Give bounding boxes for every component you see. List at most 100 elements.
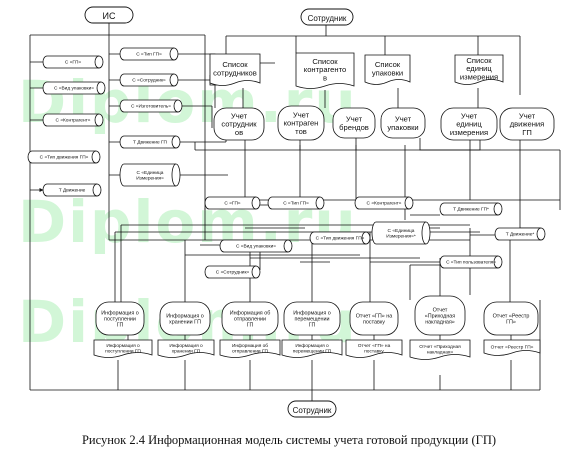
upper-store-t5-line: С «Единица <box>137 170 164 176</box>
list-l3-line: упаковки <box>372 68 403 77</box>
left-store-s3-line: С «Контрагент» <box>56 118 91 124</box>
info-i1-line: ГП <box>117 322 124 328</box>
accounting-u6-line: Учет <box>519 111 536 120</box>
left-stores-layer: С «ГП»С «Вид упаковки»С «Контрагент»С «Т… <box>27 55 106 197</box>
middle-stores-layer: С «ГП» С «Тип ГП» С «Контрагент» Т Движение… <box>204 196 546 279</box>
list-l2-line: в <box>323 74 327 83</box>
accounting-u2-line: тов <box>295 127 307 136</box>
doc-d1-line: Информация о <box>106 343 140 349</box>
info-i2-line: Информация о <box>166 313 204 319</box>
info-i1-line: поступлении <box>104 316 136 322</box>
list-l1-line: Список <box>222 60 248 69</box>
accounting-u6-line: ГП <box>522 128 532 137</box>
upper-store-t4-line: Т Движение ГП <box>133 140 168 146</box>
middle-store-m4: Т Движение ГП* <box>439 202 503 216</box>
info-i6-line: накладная» <box>425 319 455 325</box>
middle-store-m6-line: С «Единица <box>388 228 415 234</box>
accounting-u6-line: движения <box>510 120 545 129</box>
middle-store-m8-line: С «Вид упаковки» <box>236 244 276 250</box>
accounting-u2-line: контраген <box>284 119 319 128</box>
info-i2-line: хранении ГП <box>169 319 201 325</box>
list-l2-line: контрагенто <box>304 65 346 74</box>
info-i3-line: ГП <box>247 322 254 328</box>
list-l2-line: Список <box>312 57 338 66</box>
middle-store-m8: С «Вид упаковки» <box>219 239 293 253</box>
terminal-is-label: ИС <box>103 11 116 21</box>
middle-store-m3: С «Контрагент» <box>354 196 414 210</box>
middle-store-m10: С «Тип пользователя» <box>439 255 503 269</box>
middle-store-m3-line: С «Контрагент» <box>367 201 402 207</box>
info-i3-line: отправлении <box>234 316 266 322</box>
left-store-s2-line: С «Вид упаковки» <box>54 86 94 92</box>
middle-store-m5-line: С «Тип движения ГП» <box>316 236 365 242</box>
info-i1-line: Информация о <box>101 310 139 316</box>
upper-store-t1-line: С «Тип ГП» <box>136 52 162 58</box>
accounting-u4-line: упаковки <box>387 123 418 132</box>
accounting-u3-line: брендов <box>339 123 369 132</box>
middle-store-m9: С «Сотрудник» <box>204 265 261 279</box>
info-i6-line: Отчет <box>433 307 448 313</box>
upper-store-t4: Т Движение ГП <box>119 135 181 149</box>
doc-d6-line: Отчет «Приходная <box>419 344 461 350</box>
doc-d7-line: Отчет «Реестр ГП» <box>491 345 534 351</box>
accounting-u5-line: единиц <box>456 120 482 129</box>
terminal-employee-bottom: Сотрудник <box>287 400 337 418</box>
info-i6-line: «Приходная <box>425 313 456 319</box>
accounting-u2-line: Учет <box>293 110 310 119</box>
list-l4-line: измерения <box>460 73 498 82</box>
middle-store-m1: С «ГП» <box>204 196 261 210</box>
middle-store-m2: С «Тип ГП» <box>267 196 325 210</box>
accounting-u1-line: сотрудник <box>221 120 257 129</box>
info-i4-line: ГП <box>309 322 316 328</box>
upper-stores-layer: С «Тип ГП»С «Сотрудник»С «Изготовитель»Т… <box>119 47 183 187</box>
terminal-is: ИС <box>84 6 134 24</box>
info-i5-line: Отчет «ГП» на <box>356 313 393 319</box>
doc-d7: Отчет «Реестр ГП» <box>483 339 541 356</box>
left-store-s1-line: С «ГП» <box>65 60 82 66</box>
upper-store-t3: С «Изготовитель» <box>119 99 183 113</box>
info-i3-line: Информация об <box>230 310 271 316</box>
middle-store-m7: Т Движение* <box>494 227 546 241</box>
figure-caption: Рисунок 2.4 Информационная модель систем… <box>81 433 497 447</box>
doc-d3-line: Информация об <box>232 343 268 349</box>
left-store-s5: Т Движение <box>42 183 102 197</box>
accounting-u5-line: Учет <box>461 111 478 120</box>
left-store-s1: С «ГП» <box>42 55 104 69</box>
middle-store-m1-line: С «ГП» <box>224 201 241 207</box>
upper-store-t3-line: С «Изготовитель» <box>131 104 171 110</box>
accounting-u4-line: Учет <box>395 114 412 123</box>
info-i7-line: ГП» <box>506 319 516 325</box>
doc-d2-line: хранении ГП <box>172 348 201 354</box>
doc-d6-line: накладная» <box>427 350 454 355</box>
doc-d2-line: Информация о <box>169 343 203 349</box>
upper-store-t5-line: Измерения» <box>136 175 164 181</box>
middle-store-m10-line: С «Тип пользователя» <box>446 260 496 266</box>
list-l3-line: Список <box>375 60 401 69</box>
info-i7-line: Отчет «Реестр <box>493 313 530 319</box>
info-i4-line: Информация о <box>293 310 331 316</box>
doc-d4-line: перемещении ГП <box>293 348 332 354</box>
middle-store-m7-line: Т Движение* <box>506 232 535 238</box>
terminal-employee-bottom-label: Сотрудник <box>293 406 332 415</box>
information-model-diagram: ИС Сотрудник Сотрудник Списоксотрудников… <box>27 6 561 418</box>
